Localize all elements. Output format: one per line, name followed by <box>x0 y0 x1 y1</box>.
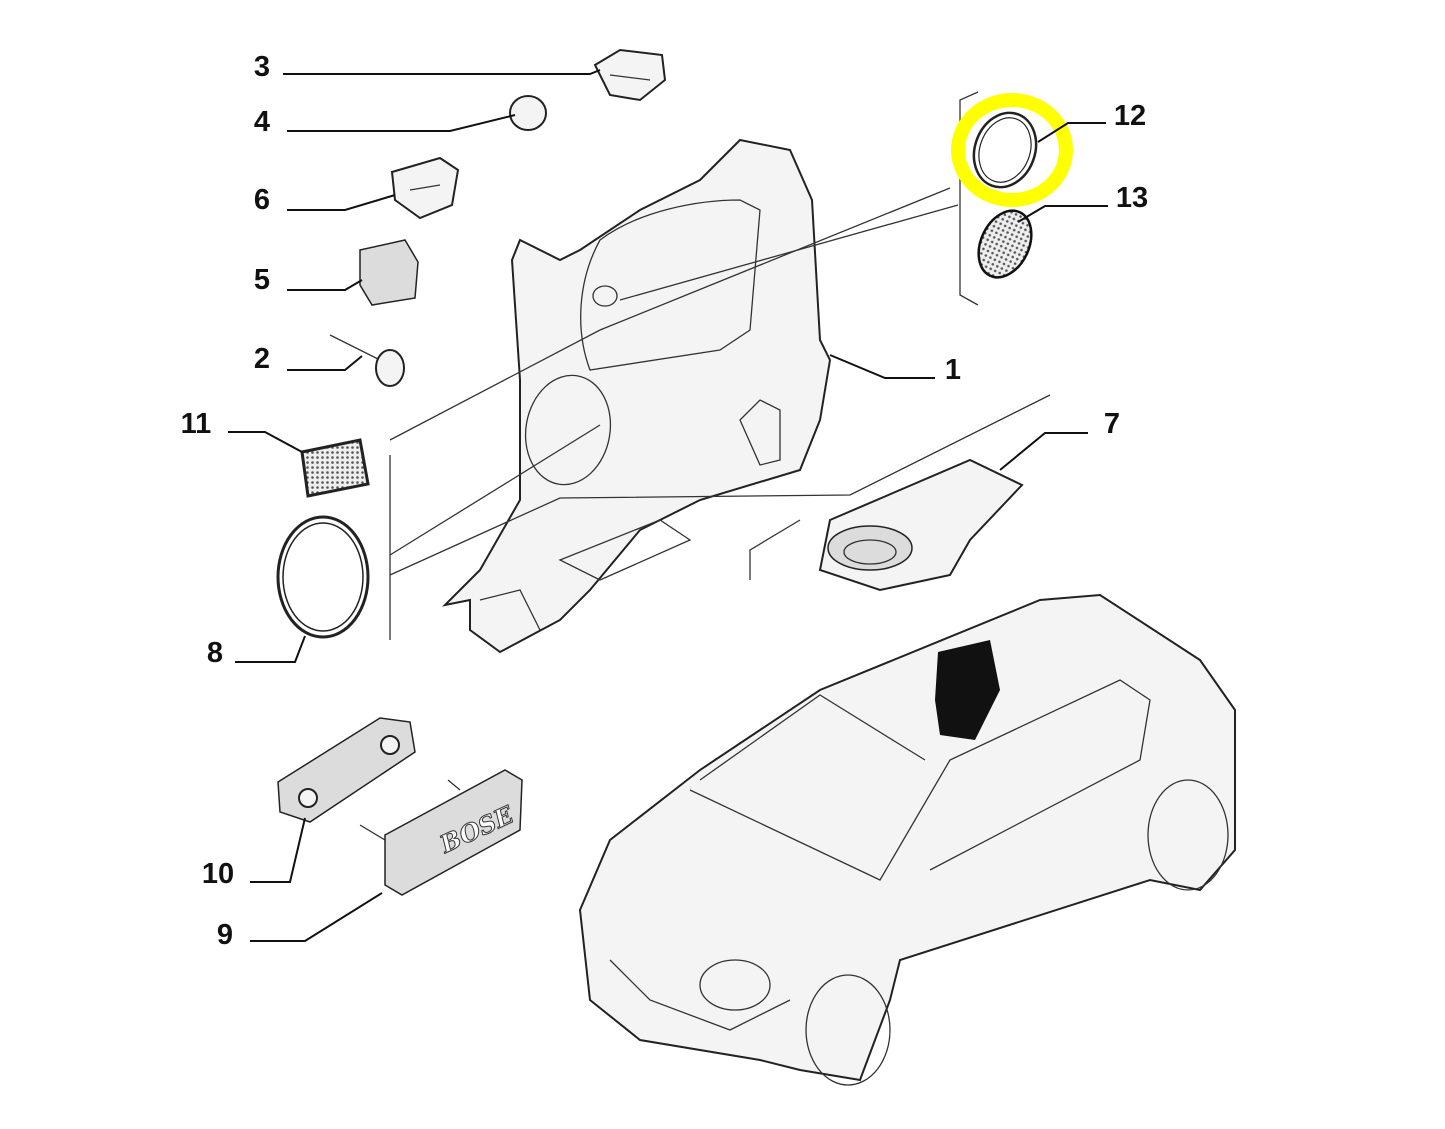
leader-line-2 <box>287 355 363 371</box>
callout-5: 5 <box>254 264 270 296</box>
leader-line-9 <box>250 892 383 942</box>
clip-part-6 <box>390 156 460 220</box>
callout-12: 12 <box>1114 100 1146 132</box>
trim-panel-part-1 <box>441 138 832 654</box>
plug-part-4 <box>509 95 547 131</box>
fastener-part-5 <box>359 239 419 306</box>
callout-6: 6 <box>254 184 270 216</box>
leader-line-4 <box>287 114 516 132</box>
callout-2: 2 <box>254 343 270 375</box>
leader-line-11 <box>228 431 303 453</box>
speaker-enclosure-part-7 <box>818 458 1024 592</box>
callout-1: 1 <box>945 354 961 386</box>
leader-line-12 <box>1037 122 1106 143</box>
callout-7: 7 <box>1104 408 1120 440</box>
screw-part-2 <box>329 334 405 387</box>
ring-part-8 <box>276 515 370 639</box>
speaker-ring-part-12 <box>951 93 1073 207</box>
leader-line-5 <box>287 279 363 291</box>
assembly-guide-lines <box>389 91 1051 640</box>
bracket-part-10 <box>277 717 416 823</box>
callout-4: 4 <box>254 106 270 138</box>
mesh-pad-part-11 <box>300 438 370 498</box>
callout-11: 11 <box>181 408 212 440</box>
callout-3: 3 <box>254 51 270 83</box>
car-illustration <box>578 593 1236 1086</box>
speaker-grille-part-13 <box>977 209 1033 279</box>
callout-8: 8 <box>207 637 223 669</box>
clip-part-3 <box>593 48 667 102</box>
leader-line-1 <box>829 354 935 379</box>
leader-line-8 <box>235 635 306 663</box>
leader-line-10 <box>250 817 306 883</box>
leader-line-6 <box>287 194 396 211</box>
leader-line-7 <box>999 432 1088 471</box>
callout-9: 9 <box>217 919 233 951</box>
badge-part-9: BOSE <box>359 769 523 896</box>
callout-10: 10 <box>202 858 234 890</box>
leader-line-13 <box>1017 205 1108 223</box>
callout-13: 13 <box>1116 182 1148 214</box>
leader-line-3 <box>283 69 601 75</box>
